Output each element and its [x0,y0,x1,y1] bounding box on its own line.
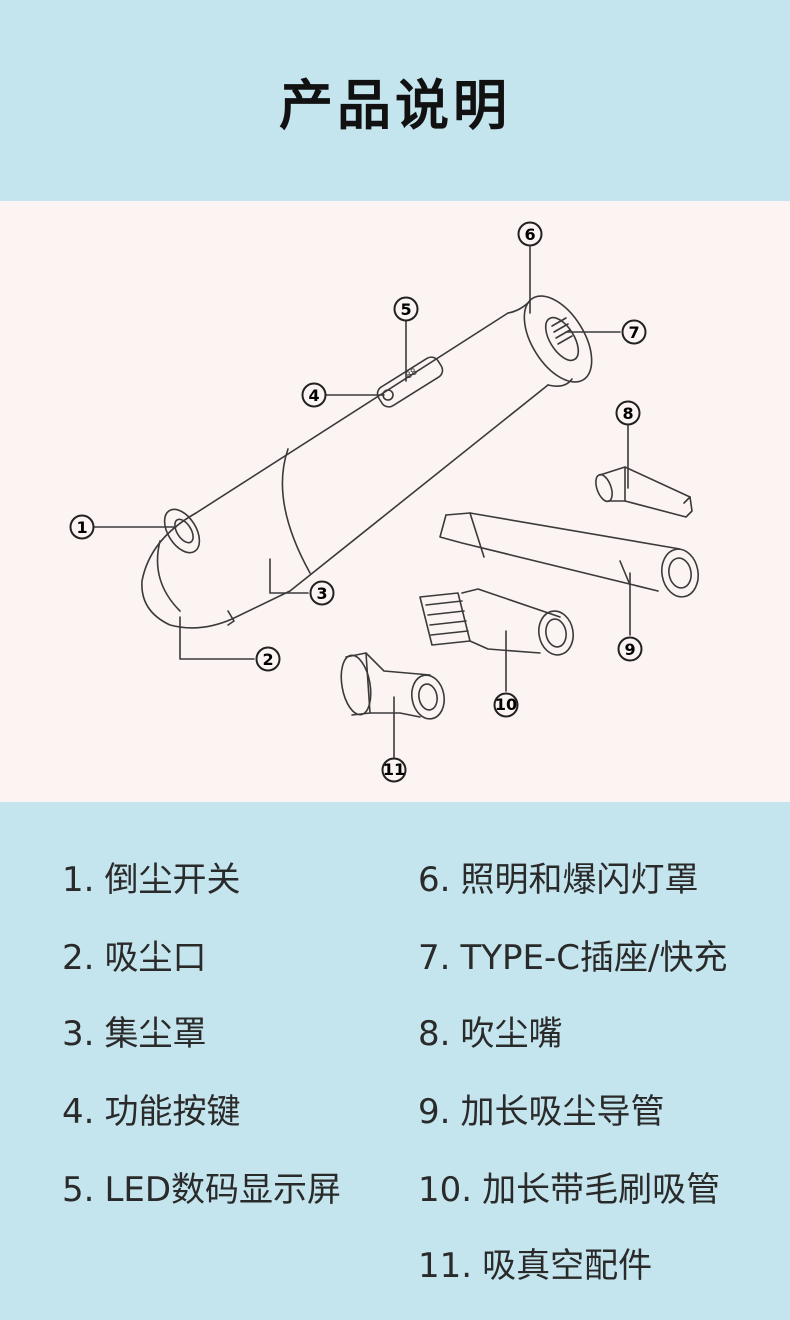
legend-item-1: 1.倒尘开关 [62,860,241,900]
page-title: 产品说明 [279,74,511,137]
product-diagram-svg: 88 [69,221,700,783]
part-8-blow-nozzle [595,466,693,518]
svg-text:6: 6 [524,225,535,244]
svg-text:11: 11 [383,760,405,779]
callout-7: 7 [621,319,647,345]
callout-11: 11 [381,757,407,783]
svg-text:9: 9 [624,640,635,659]
leader-lines [93,246,631,758]
callout-markers: 1 2 3 4 5 6 7 [69,221,647,783]
svg-text:10: 10 [495,695,517,714]
legend-item-9: 9.加长吸尘导管 [418,1092,665,1132]
legend-item-10: 10.加长带毛刷吸管 [418,1170,721,1210]
callout-1: 1 [69,514,95,540]
callout-2: 2 [255,646,281,672]
callout-10: 10 [493,692,519,718]
svg-text:7: 7 [628,323,639,342]
parts-legend: 1.倒尘开关 2.吸尘口 3.集尘罩 4.功能按键 5.LED数码显示屏 6.照… [0,802,790,1320]
part-11-vacuum-attachment [340,652,446,720]
callout-5: 5 [393,296,419,322]
svg-text:4: 4 [308,386,319,405]
svg-text:3: 3 [316,584,327,603]
svg-text:1: 1 [76,518,87,537]
vacuum-body: 88 [141,295,593,629]
legend-item-3: 3.集尘罩 [62,1014,207,1054]
product-diagram: 88 [0,201,790,802]
part-9-extension-tube [439,512,700,598]
legend-item-7: 7.TYPE-C插座/快充 [418,938,728,978]
legend-item-4: 4.功能按键 [62,1092,241,1132]
callout-8: 8 [615,400,641,426]
part-10-brush-tube [419,588,574,656]
legend-item-2: 2.吸尘口 [62,938,207,978]
callout-3: 3 [309,580,335,606]
svg-text:8: 8 [622,404,633,423]
callout-4: 4 [301,382,327,408]
legend-item-6: 6.照明和爆闪灯罩 [418,860,699,900]
legend-item-5: 5.LED数码显示屏 [62,1170,342,1210]
callout-9: 9 [617,636,643,662]
header: 产品说明 [0,0,790,201]
svg-text:5: 5 [400,300,411,319]
legend-item-8: 8.吹尘嘴 [418,1014,563,1054]
legend-item-11: 11.吸真空配件 [418,1246,653,1286]
callout-6: 6 [517,221,543,247]
svg-text:2: 2 [262,650,273,669]
